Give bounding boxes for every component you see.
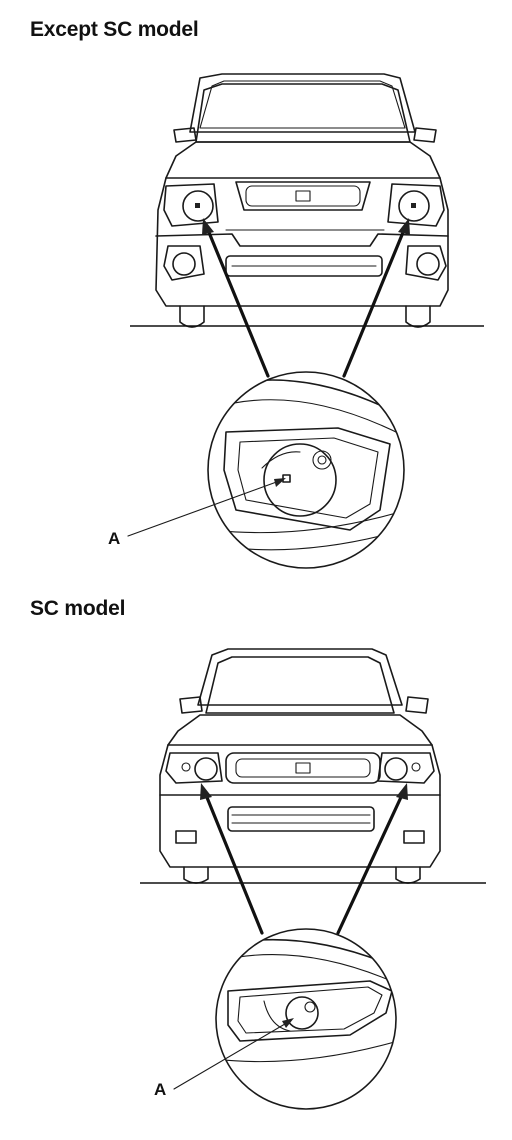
callout-a-label: A	[108, 529, 120, 548]
leader-arrows	[200, 783, 408, 935]
except-sc-diagram: A	[108, 73, 484, 569]
section-heading-except-sc: Except SC model	[30, 18, 199, 41]
callout-a-label: A	[154, 1080, 166, 1099]
honda-emblem	[295, 190, 311, 202]
aim-point-right	[411, 203, 416, 208]
section-heading-sc: SC model	[30, 597, 126, 620]
callout-leader-a	[127, 479, 283, 537]
honda-emblem	[295, 762, 311, 774]
headlight-detail-magnifier-except-sc	[207, 371, 405, 569]
vehicle-front-view-except-sc	[155, 73, 449, 328]
headlight-detail-magnifier-sc	[215, 928, 397, 1110]
callout-leader-a	[173, 1020, 291, 1090]
vehicle-front-view-sc	[159, 648, 441, 884]
sc-diagram: A	[140, 648, 486, 1110]
leader-arrows	[202, 218, 410, 378]
aim-point-left	[195, 203, 200, 208]
